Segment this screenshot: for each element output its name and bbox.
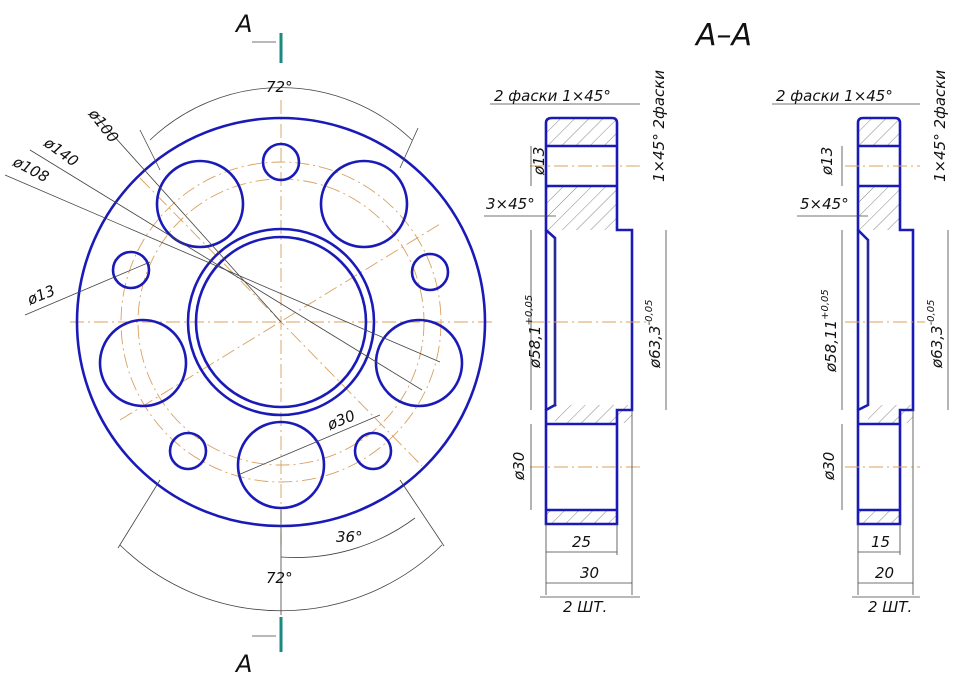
svg-text:1×45° 2фаски: 1×45° 2фаски [650,70,668,182]
svg-text:ø108: ø108 [9,152,52,186]
svg-text:15: 15 [871,533,890,551]
svg-text:ø30: ø30 [510,452,528,481]
svg-text:2 фаски 1×45°: 2 фаски 1×45° [776,87,893,105]
section-view-1: 2 фаски 1×45° 1×45° 2фаски 3×45° ø13 ø58… [484,70,668,616]
svg-text:ø13: ø13 [530,147,548,176]
svg-text:A: A [234,10,252,38]
svg-text:ø63,3-0,05: ø63,3-0,05 [926,300,946,369]
svg-text:2 ШТ.: 2 ШТ. [563,598,607,616]
svg-text:ø58,1+0,05: ø58,1+0,05 [524,295,544,369]
svg-text:ø13: ø13 [24,281,58,309]
svg-text:1×45° 2фаски: 1×45° 2фаски [931,70,949,182]
svg-text:ø30: ø30 [324,406,358,434]
svg-text:A: A [234,650,252,678]
svg-text:72°: 72° [266,569,293,587]
svg-text:20: 20 [875,564,894,582]
svg-text:2 фаски 1×45°: 2 фаски 1×45° [494,87,611,105]
svg-text:ø58,11+0,05: ø58,11+0,05 [820,289,840,373]
svg-text:3×45°: 3×45° [486,195,535,213]
section-view-2: 2 фаски 1×45° 1×45° 2фаски 5×45° ø13 ø58… [772,70,949,616]
svg-text:ø100: ø100 [84,105,122,147]
svg-text:2 ШТ.: 2 ШТ. [868,598,912,616]
svg-text:ø140: ø140 [40,133,82,170]
bore-circle [194,235,368,409]
small-holes [111,142,450,471]
front-view: 72° 72° 36° ø100 ø140 ø108 ø13 ø30 [4,78,495,615]
svg-text:ø30: ø30 [820,452,838,481]
svg-text:72°: 72° [266,78,293,96]
svg-text:ø13: ø13 [818,147,836,176]
svg-text:36°: 36° [336,528,363,546]
large-holes [98,159,464,510]
hub-outer-circle [186,227,376,417]
section-mark-bottom: A [234,617,283,678]
section-mark-top: A [234,10,283,63]
section-title: A–A [694,18,752,53]
svg-text:25: 25 [572,533,591,551]
svg-text:ø63,3-0,05: ø63,3-0,05 [644,300,664,369]
svg-text:30: 30 [580,564,599,582]
svg-text:5×45°: 5×45° [800,195,849,213]
